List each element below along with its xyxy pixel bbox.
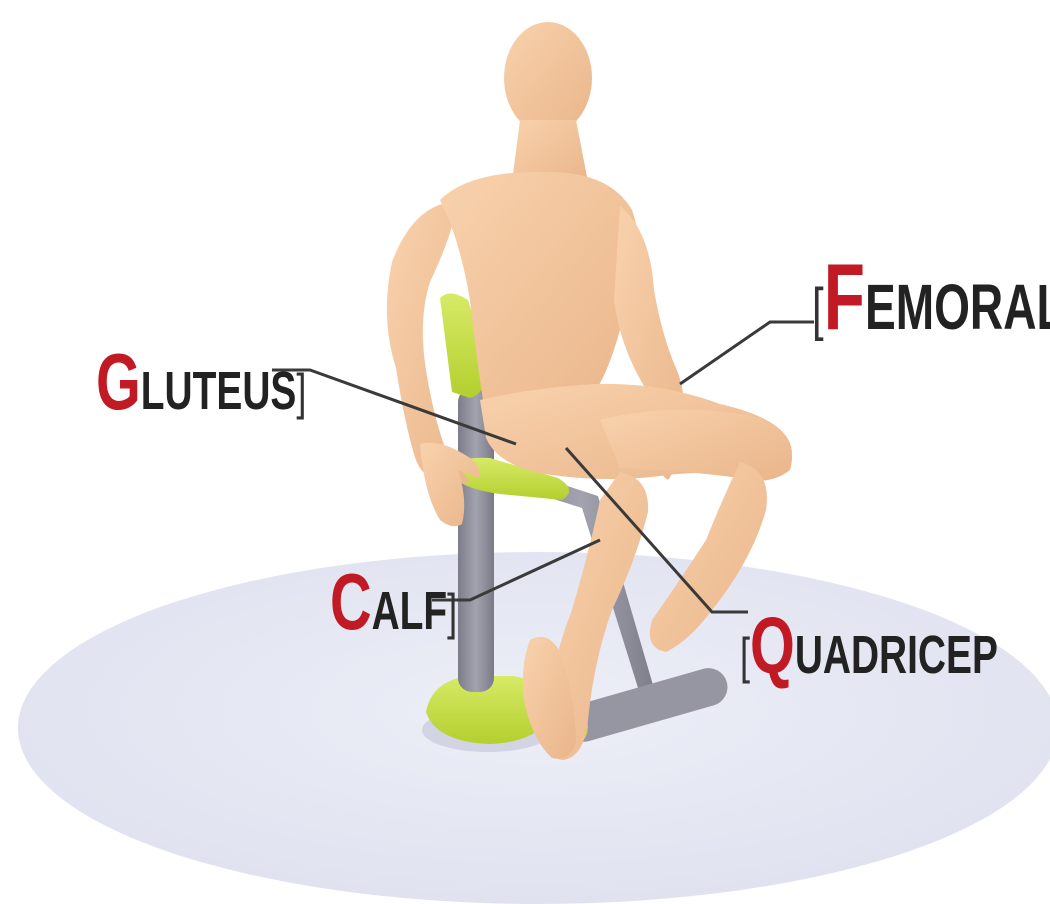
label-gluteus-rest: LUTEUS: [141, 361, 297, 421]
label-quadricep-bracket: [: [740, 628, 750, 684]
label-calf: CALF]: [330, 562, 457, 642]
label-femoral: [FEMORAL: [812, 250, 1050, 344]
label-gluteus-initial: G: [96, 337, 141, 426]
label-femoral-initial: F: [824, 244, 865, 349]
label-femoral-rest: EMORAL: [865, 271, 1050, 343]
head: [504, 22, 592, 134]
label-quadricep-initial: Q: [750, 601, 795, 690]
label-calf-rest: ALF: [372, 581, 448, 641]
label-calf-bracket: ]: [447, 584, 457, 640]
label-calf-initial: C: [330, 557, 372, 646]
label-gluteus-bracket: ]: [296, 364, 306, 420]
label-quadricep: [QUADRICEP: [740, 606, 998, 686]
label-femoral-bracket: [: [812, 277, 824, 342]
label-quadricep-rest: UADRICEP: [795, 625, 998, 685]
label-gluteus: GLUTEUS]: [96, 342, 306, 422]
leader-femoral: [680, 322, 814, 384]
